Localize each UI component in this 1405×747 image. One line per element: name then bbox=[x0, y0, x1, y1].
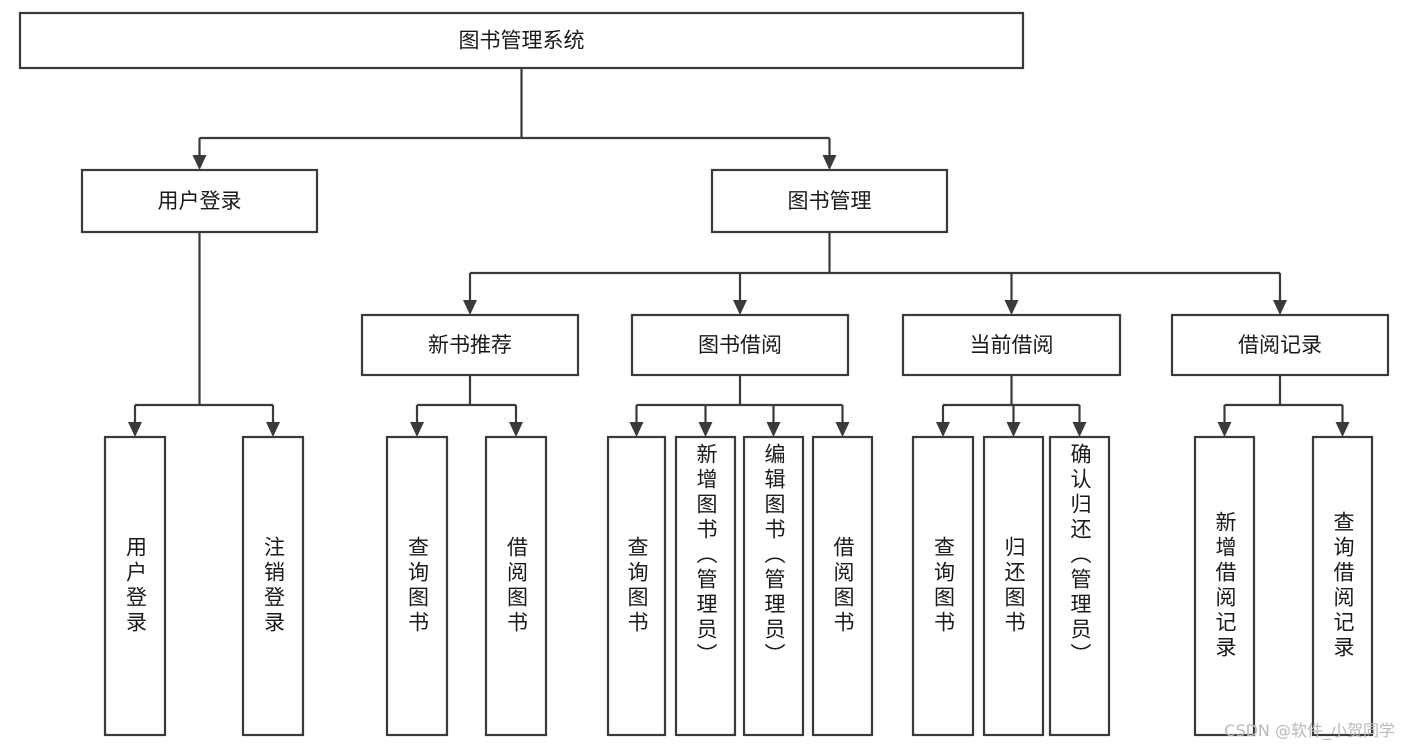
connectors-layer bbox=[128, 68, 1350, 437]
arrow-head-icon-leaf-user-login bbox=[128, 422, 142, 437]
node-box-new-book-recommend[interactable] bbox=[360, 313, 580, 377]
arrow-head-icon-leaf-user-logout bbox=[266, 422, 280, 437]
arrow-head-icon-leaf-add-borrow-record bbox=[1217, 422, 1232, 437]
arrow-head-icon-new-book-recommend bbox=[463, 300, 477, 315]
node-label-user-login: 用户登录 bbox=[158, 189, 242, 213]
node-box-leaf-user-login[interactable] bbox=[103, 435, 167, 737]
node-box-leaf-user-logout[interactable] bbox=[241, 435, 305, 737]
node-box-leaf-return-book[interactable] bbox=[982, 435, 1045, 737]
node-box-root[interactable] bbox=[18, 11, 1025, 70]
node-label-book-manage: 图书管理 bbox=[788, 189, 872, 213]
arrow-head-icon-leaf-add-book bbox=[698, 422, 713, 437]
node-label-root: 图书管理系统 bbox=[459, 29, 585, 53]
arrow-head-icon-leaf-return-book bbox=[1006, 422, 1021, 437]
node-box-leaf-query-book-recommend[interactable] bbox=[385, 435, 449, 737]
arrow-head-icon-leaf-edit-book bbox=[766, 422, 781, 437]
arrow-head-icon-leaf-query-book-recommend bbox=[410, 422, 424, 437]
node-box-leaf-add-book[interactable] bbox=[674, 435, 737, 737]
node-box-leaf-query-book-current[interactable] bbox=[911, 435, 975, 737]
arrow-head-icon-leaf-confirm-return bbox=[1072, 422, 1087, 437]
arrow-head-icon-leaf-query-borrow-record bbox=[1335, 422, 1350, 437]
node-label-borrow-record: 借阅记录 bbox=[1238, 333, 1322, 357]
arrow-head-icon-leaf-borrow-book bbox=[835, 422, 850, 437]
arrow-head-icon-borrow-record bbox=[1273, 300, 1287, 315]
arrow-head-icon-user-login bbox=[192, 155, 207, 170]
arrow-head-icon-book-manage bbox=[822, 155, 837, 170]
node-box-leaf-confirm-return[interactable] bbox=[1048, 435, 1111, 737]
node-box-leaf-edit-book[interactable] bbox=[742, 435, 805, 737]
arrow-head-icon-leaf-query-book-borrow bbox=[629, 422, 644, 437]
node-box-leaf-borrow-book-recommend[interactable] bbox=[484, 435, 548, 737]
node-box-leaf-borrow-book[interactable] bbox=[811, 435, 874, 737]
arrow-head-icon-current-borrow bbox=[1004, 300, 1019, 315]
node-box-leaf-query-borrow-record[interactable] bbox=[1311, 435, 1374, 737]
node-box-book-borrow[interactable] bbox=[630, 313, 850, 377]
node-label-current-borrow: 当前借阅 bbox=[970, 333, 1054, 357]
boxes-layer bbox=[18, 11, 1390, 737]
node-label-book-borrow: 图书借阅 bbox=[698, 333, 782, 357]
node-label-new-book-recommend: 新书推荐 bbox=[428, 333, 512, 357]
node-box-leaf-query-book-borrow[interactable] bbox=[606, 435, 667, 737]
node-box-user-login[interactable] bbox=[80, 168, 319, 234]
node-box-leaf-add-borrow-record[interactable] bbox=[1193, 435, 1256, 737]
node-box-borrow-record[interactable] bbox=[1170, 313, 1390, 377]
arrow-head-icon-leaf-query-book-current bbox=[936, 422, 950, 437]
watermark: CSDN @软件_小贺同学 bbox=[1224, 721, 1395, 740]
node-box-current-borrow[interactable] bbox=[901, 313, 1122, 377]
arrow-head-icon-book-borrow bbox=[733, 300, 747, 315]
arrow-head-icon-leaf-borrow-book-recommend bbox=[509, 422, 523, 437]
node-box-book-manage[interactable] bbox=[710, 168, 949, 234]
